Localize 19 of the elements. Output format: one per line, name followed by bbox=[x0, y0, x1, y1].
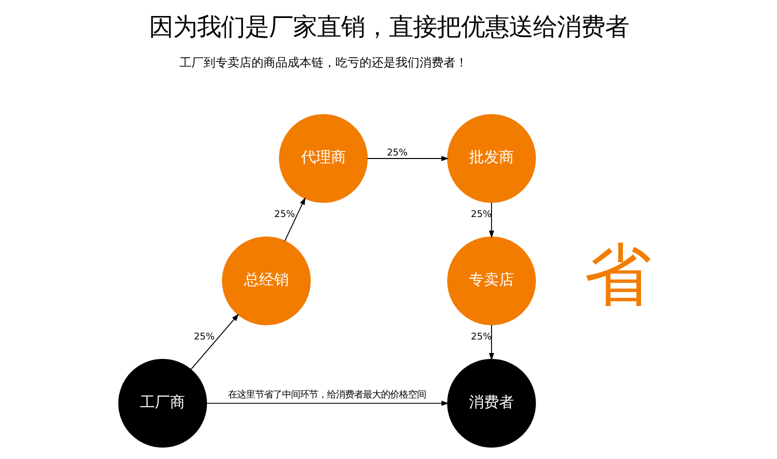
arrow bbox=[206, 400, 448, 406]
arrow bbox=[488, 202, 494, 238]
edge-label: 25% bbox=[386, 148, 408, 159]
node-circle: 批发商 bbox=[446, 114, 536, 203]
node-circle: 总经销 bbox=[221, 236, 310, 326]
label: 省 bbox=[584, 236, 651, 314]
arrow bbox=[190, 314, 238, 370]
edge-label: 25% bbox=[193, 331, 214, 342]
diagram-title: 因为我们是厂家直销，直接把优惠送给消费者 bbox=[148, 12, 628, 41]
node-circle: 专卖店 bbox=[446, 236, 536, 326]
node-circle: 工厂商 bbox=[118, 358, 207, 448]
node-circle: 消费者 bbox=[446, 358, 536, 448]
node-circle: 代理商 bbox=[278, 114, 368, 203]
arrow bbox=[284, 197, 305, 242]
label: 工厂到专卖店的商品成本链，吃亏的还是我们消费者！ bbox=[178, 55, 467, 70]
arrow bbox=[488, 324, 494, 360]
arrow bbox=[366, 156, 448, 162]
edge-label: 25% bbox=[274, 208, 295, 220]
edge-label: 在这里节省了中间环节，给消费者最大的价格空间 bbox=[228, 390, 426, 401]
